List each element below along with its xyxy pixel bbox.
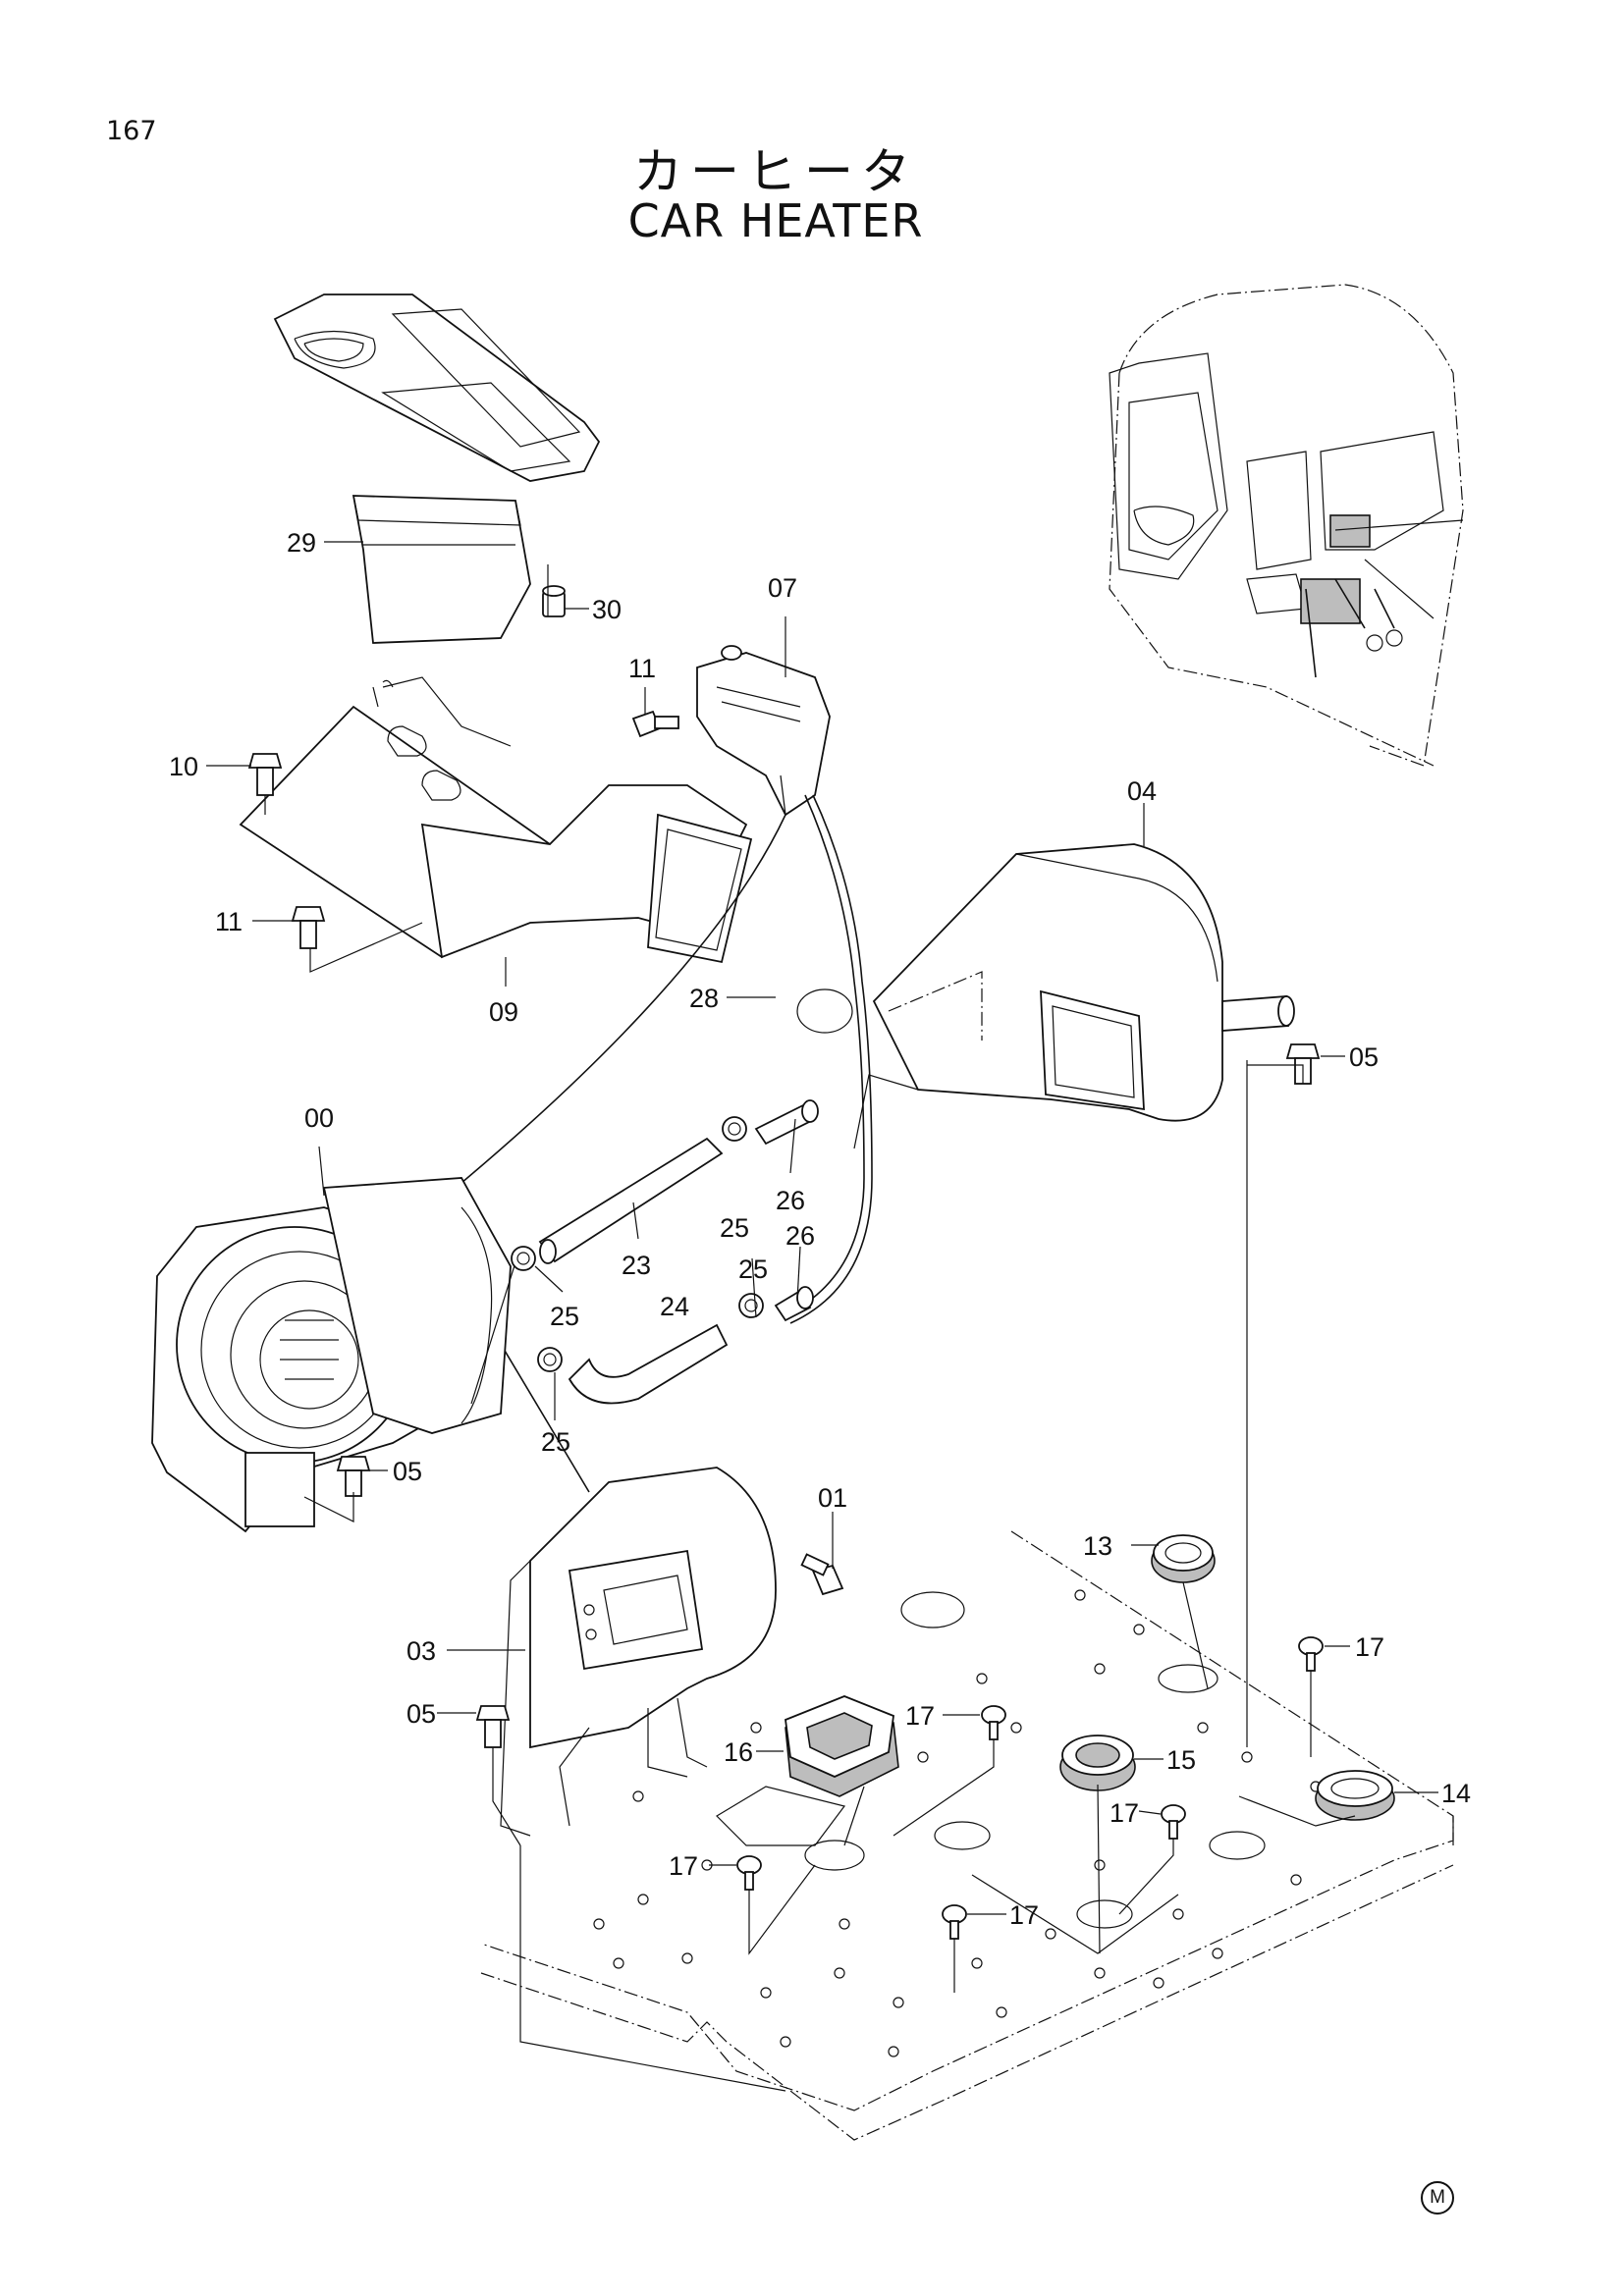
- duct-09: [239, 676, 753, 964]
- console-part: [273, 294, 601, 644]
- callout-17d: 17: [669, 1851, 698, 1881]
- callout-11a: 11: [628, 654, 656, 683]
- callout-17e: 17: [1009, 1900, 1039, 1930]
- callout-00: 00: [304, 1103, 334, 1133]
- bolt-05-b: [336, 1456, 371, 1497]
- pipe-26-b: [774, 1286, 814, 1322]
- callout-30: 30: [592, 595, 622, 624]
- callout-29: 29: [287, 528, 316, 558]
- cab-inset: [1109, 284, 1464, 767]
- callout-04: 04: [1127, 776, 1157, 806]
- callout-14: 14: [1441, 1779, 1471, 1808]
- grommet-13: [1151, 1534, 1216, 1583]
- clamp-25-b: [722, 1116, 747, 1142]
- callout-24: 24: [660, 1292, 689, 1321]
- pin-17-d: [736, 1855, 762, 1891]
- callout-09: 09: [489, 997, 518, 1027]
- title-japanese: カーヒータ: [633, 143, 918, 200]
- callout-16: 16: [724, 1737, 753, 1767]
- callout-15: 15: [1166, 1745, 1196, 1775]
- callout-28: 28: [689, 984, 719, 1013]
- callout-03: 03: [406, 1636, 436, 1666]
- clamp-25-d: [537, 1347, 563, 1372]
- callouts: 29 30 07 11 10 11 09 04 28 05 00 25 26 2…: [169, 528, 1471, 1930]
- callout-10: 10: [169, 752, 198, 781]
- pin-17-c: [1161, 1804, 1186, 1840]
- bolt-01: [800, 1553, 844, 1596]
- hose-23: [538, 1137, 724, 1264]
- hose-24: [568, 1323, 729, 1405]
- pipe-26-a: [754, 1099, 819, 1146]
- callout-25a: 25: [720, 1213, 749, 1243]
- assembly-lines: [264, 564, 1454, 2092]
- registered-m-mark: M: [1421, 2181, 1454, 2215]
- callout-25c: 25: [550, 1302, 579, 1331]
- callout-07: 07: [768, 573, 797, 603]
- heater-unit-00: [151, 1177, 521, 1533]
- pin-17-e: [942, 1904, 967, 1940]
- callout-11b: 11: [215, 907, 243, 936]
- callout-25d: 25: [541, 1427, 570, 1457]
- callout-25b: 25: [738, 1255, 768, 1284]
- duct-03: [500, 1467, 777, 1837]
- bolt-11-a: [631, 710, 679, 738]
- page-number: 167: [106, 116, 157, 146]
- screw-30: [542, 585, 566, 617]
- callout-17c: 17: [1110, 1798, 1139, 1828]
- clamp-25-a: [511, 1246, 536, 1271]
- callout-17b: 17: [905, 1701, 935, 1731]
- title-english: CAR HEATER: [627, 194, 924, 247]
- callout-05a: 05: [1349, 1042, 1379, 1072]
- pin-17-b: [981, 1705, 1006, 1740]
- callout-01: 01: [818, 1483, 847, 1513]
- callout-13: 13: [1083, 1531, 1112, 1561]
- grommet-14: [1315, 1770, 1395, 1821]
- pin-17-a: [1298, 1636, 1324, 1672]
- callout-05b: 05: [393, 1457, 422, 1486]
- control-07: [696, 645, 831, 817]
- bolt-11-b: [291, 906, 326, 949]
- grommet-16: [785, 1695, 899, 1797]
- clamp-25-c: [738, 1293, 764, 1318]
- callout-05c: 05: [406, 1699, 436, 1729]
- leaders: [206, 541, 1438, 1915]
- duct-04: [872, 843, 1295, 1122]
- callout-26b: 26: [785, 1221, 815, 1251]
- callout-23: 23: [622, 1251, 651, 1280]
- grommet-15: [1059, 1735, 1136, 1791]
- callout-17a: 17: [1355, 1632, 1384, 1662]
- callout-26a: 26: [776, 1186, 805, 1215]
